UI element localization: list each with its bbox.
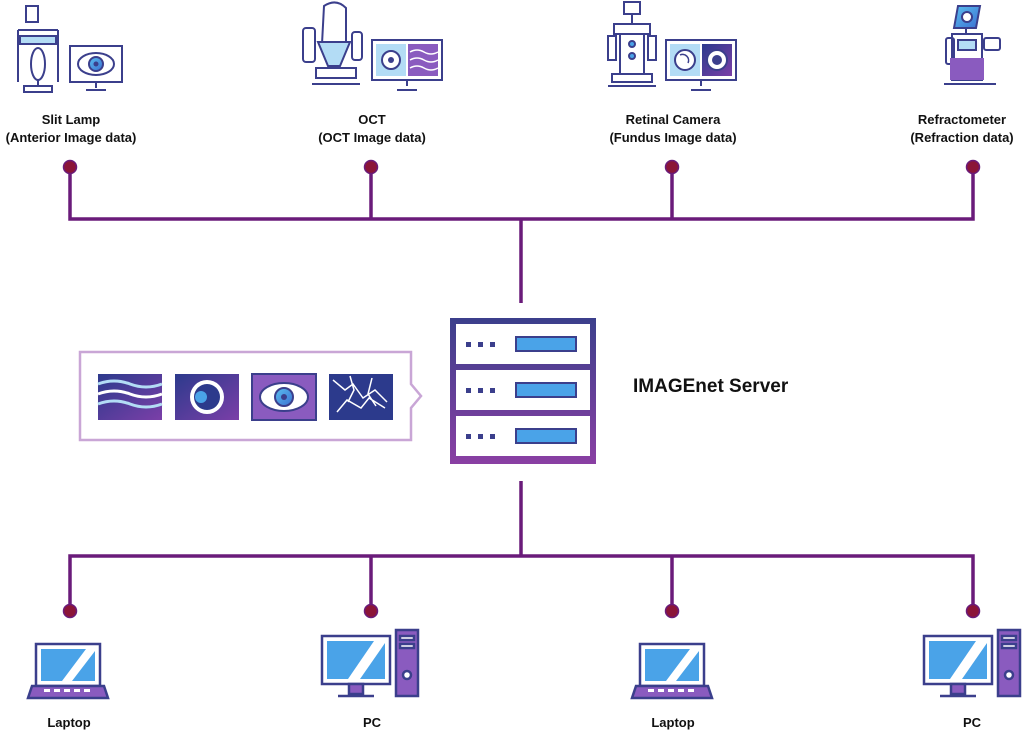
device-name: Retinal Camera — [625, 112, 721, 127]
client-label-laptop-2: Laptop — [651, 715, 695, 730]
device-name: Slit Lamp — [41, 112, 101, 127]
device-label-refractometer: Refractometer (Refraction data) — [910, 111, 1013, 147]
network-lines — [68, 167, 975, 611]
server-label: IMAGEnet Server — [633, 376, 789, 397]
device-label-oct: OCT (OCT Image data) — [318, 111, 426, 147]
device-detail: (Anterior Image data) — [5, 130, 137, 145]
client-label-pc-1: PC — [362, 715, 382, 730]
bottom-bus-line — [68, 554, 975, 611]
device-detail: (OCT Image data) — [318, 130, 426, 145]
retinal-camera-icon — [607, 1, 737, 91]
desktop-pc-icon — [922, 628, 1022, 698]
node-pc-2 — [965, 603, 981, 619]
node-retinal-camera — [664, 159, 680, 175]
node-slit-lamp — [62, 159, 78, 175]
desktop-pc-icon — [320, 628, 420, 698]
device-detail: (Fundus Image data) — [609, 130, 737, 145]
device-detail: (Refraction data) — [910, 130, 1014, 145]
node-laptop-2 — [664, 603, 680, 619]
device-name: OCT — [358, 112, 386, 127]
refractometer-icon — [944, 5, 1001, 85]
node-oct — [363, 159, 379, 175]
oct-scan-thumbnail — [97, 374, 163, 420]
device-name: Refractometer — [917, 112, 1007, 127]
node-pc-1 — [363, 603, 379, 619]
laptop-icon — [26, 642, 110, 700]
client-label-pc-2: PC — [962, 715, 982, 730]
connection-nodes — [62, 159, 981, 619]
angiography-thumbnail — [329, 374, 393, 420]
node-refractometer — [965, 159, 981, 175]
slit-lamp-icon — [17, 5, 123, 93]
fundus-thumbnail — [175, 374, 239, 420]
laptop-icon — [630, 642, 714, 700]
oct-icon — [302, 1, 443, 91]
server-rack-icon — [450, 318, 596, 464]
top-bus-line — [68, 167, 975, 221]
client-label-laptop-1: Laptop — [47, 715, 91, 730]
node-laptop-1 — [62, 603, 78, 619]
image-callout — [78, 350, 423, 442]
device-label-slit-lamp: Slit Lamp (Anterior Image data) — [6, 111, 137, 147]
anterior-eye-thumbnail — [251, 373, 317, 421]
device-label-retinal-camera: Retinal Camera (Fundus Image data) — [609, 111, 736, 147]
